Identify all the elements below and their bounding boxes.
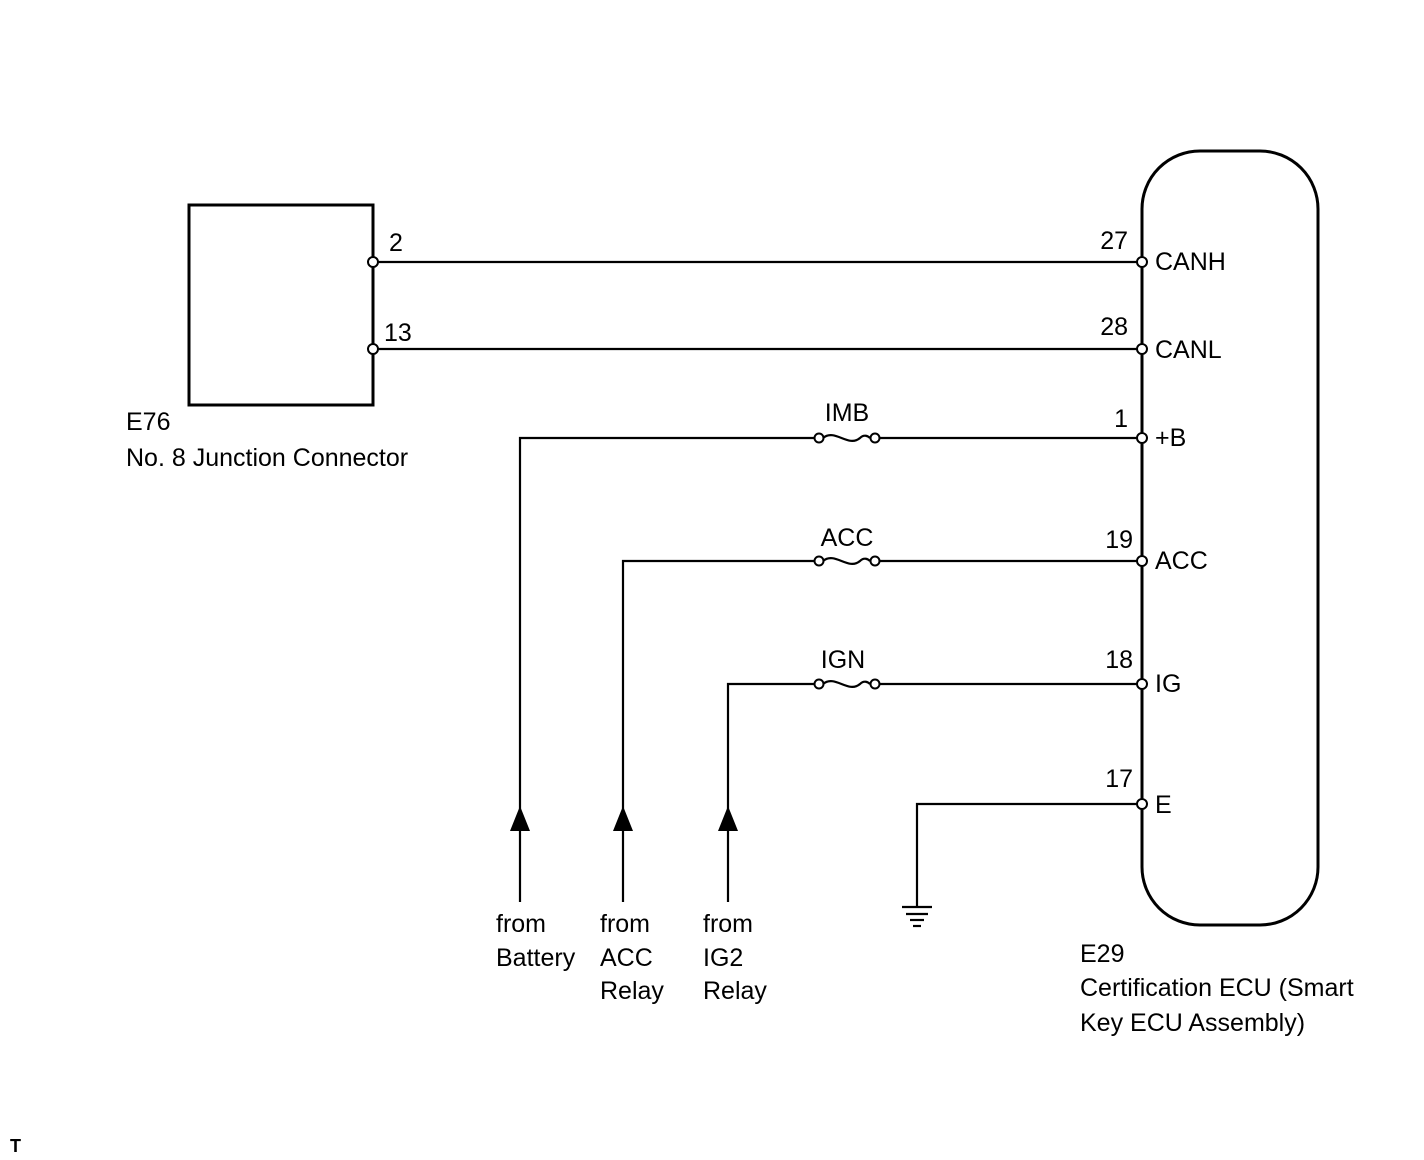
ig2-relay-arrow-icon [718,806,738,831]
e29-pin-19-terminal [1136,555,1148,567]
e29-pin-19-name: ACC [1155,547,1208,575]
battery-source-line2: Battery [496,944,576,972]
e29-pin-17-terminal [1136,798,1148,810]
e29-pin-18-name: IG [1155,670,1181,698]
imb-fuse-label: IMB [825,399,869,427]
e76-pin-2-label: 2 [389,229,403,257]
e29-pin-28-terminal [1136,343,1148,355]
battery-arrow-icon [510,806,530,831]
e29-pin-1-name: +B [1155,424,1186,452]
e29-pin-17-name: E [1155,791,1172,819]
e29-name-line2: Key ECU Assembly) [1080,1009,1305,1037]
e29-pin-27-terminal [1136,256,1148,268]
acc-fuse-terminal-right [869,555,881,567]
acc-wire-left [621,559,819,830]
e29-pin-19-number: 19 [1105,526,1133,554]
e76-name-label: No. 8 Junction Connector [126,444,408,472]
e29-pin-28-name: CANL [1155,336,1222,364]
corner-mark: T [10,1136,21,1156]
e76-pin-13-terminal [367,343,379,355]
acc-relay-source-line1: from [600,910,650,938]
imb-fuse [822,434,871,442]
acc-relay-source-line3: Relay [600,977,664,1005]
ign-fuse-label: IGN [821,646,865,674]
ig2-relay-source-line2: IG2 [703,944,743,972]
ign-fuse [822,680,871,688]
e29-pin-27-number: 27 [1100,227,1128,255]
ground-icon [902,905,932,928]
e76-pin-13-label: 13 [384,319,412,347]
battery-source-line1: from [496,910,546,938]
e29-code-label: E29 [1080,940,1124,968]
ig2-relay-source-line3: Relay [703,977,767,1005]
e76-pin-2-terminal [367,256,379,268]
ig2-relay-source-line1: from [703,910,753,938]
imb-fuse-terminal-right [869,432,881,444]
e29-pin-28-number: 28 [1100,313,1128,341]
e29-pin-17-number: 17 [1105,765,1133,793]
junction-connector-box [187,203,375,407]
e29-pin-18-number: 18 [1105,646,1133,674]
ig-wire-left [726,682,819,830]
e29-pin-27-name: CANH [1155,248,1226,276]
acc-fuse-label: ACC [821,524,874,552]
ground-wire [915,802,1142,906]
e29-name-line1: Certification ECU (Smart [1080,974,1354,1002]
e29-pin-18-terminal [1136,678,1148,690]
ign-fuse-terminal-right [869,678,881,690]
acc-fuse [822,557,871,565]
e29-pin-1-number: 1 [1114,405,1128,433]
acc-relay-source-line2: ACC [600,944,653,972]
e76-code-label: E76 [126,408,170,436]
imb-fuse-terminal-left [813,432,825,444]
acc-fuse-terminal-left [813,555,825,567]
acc-relay-arrow-icon [613,806,633,831]
ecu-box [1140,149,1320,927]
ign-fuse-terminal-left [813,678,825,690]
b-wire-left [518,436,819,830]
e29-pin-1-terminal [1136,432,1148,444]
